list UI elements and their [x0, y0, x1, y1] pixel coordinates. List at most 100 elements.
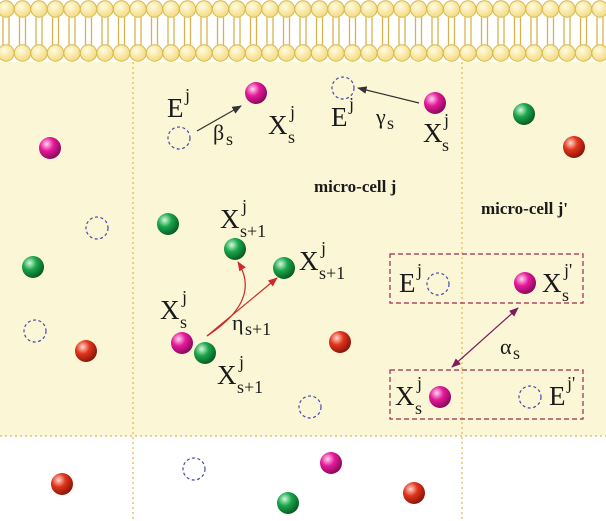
lipid-head: [541, 0, 560, 18]
lipid-head: [261, 0, 279, 18]
svg-text:β: β: [213, 120, 224, 145]
lipid-head: [63, 44, 81, 62]
svg-text:s: s: [415, 398, 422, 418]
svg-text:X: X: [299, 246, 319, 276]
lipid-head: [96, 44, 114, 62]
eta-reaction-arrow-straight: [206, 277, 278, 337]
red-molecule: [75, 340, 97, 362]
label-enzyme-jprime-box: E j': [549, 373, 575, 411]
lipid-head: [574, 44, 593, 62]
lipid-bilayer-membrane: [0, 0, 606, 62]
label-species-s1-j-lower: X s+1 j: [217, 352, 263, 397]
lipid-head: [376, 0, 395, 18]
magenta-molecule: [424, 92, 446, 114]
svg-text:X: X: [423, 118, 443, 148]
lipid-head: [294, 0, 312, 18]
lipid-head: [393, 0, 411, 18]
lipid-head: [195, 0, 213, 18]
lipid-head: [211, 44, 230, 62]
lipid-head: [244, 44, 263, 62]
svg-text:s+1: s+1: [319, 263, 345, 283]
green-molecule: [277, 492, 299, 514]
lipid-head: [591, 44, 606, 62]
lipid-head: [277, 0, 296, 18]
lipid-head: [459, 44, 477, 62]
lipid-head: [343, 44, 362, 62]
label-beta-s: β s: [213, 120, 233, 149]
lipid-head: [228, 44, 246, 62]
lipid-head: [541, 44, 560, 62]
label-enzyme-j-top-right: E j: [331, 94, 354, 132]
lipid-head: [46, 0, 65, 18]
lipid-head: [343, 0, 362, 18]
lipid-head: [0, 0, 15, 18]
lipid-head: [574, 0, 593, 18]
lipid-head: [162, 44, 180, 62]
svg-text:j: j: [320, 238, 326, 258]
svg-text:s+1: s+1: [245, 319, 271, 339]
lipid-head: [426, 44, 444, 62]
svg-text:s: s: [387, 113, 394, 133]
svg-text:E: E: [399, 268, 416, 298]
cytoplasm-region: [0, 62, 606, 436]
green-molecule: [22, 256, 44, 278]
red-molecule: [403, 482, 425, 504]
enzyme-icon: [85, 216, 109, 240]
lipid-head: [63, 0, 81, 18]
lipid-head: [426, 0, 444, 18]
micro-cell-jprime-label: micro-cell j': [481, 199, 568, 218]
svg-text:X: X: [395, 381, 415, 411]
lipid-head: [244, 0, 263, 18]
svg-text:s: s: [513, 343, 520, 363]
lipid-head: [376, 44, 395, 62]
magenta-molecule: [320, 452, 342, 474]
lipid-head: [310, 44, 329, 62]
svg-text:α: α: [500, 334, 512, 359]
green-molecule: [224, 238, 246, 260]
lipid-head: [442, 0, 461, 18]
lipid-head: [409, 0, 428, 18]
svg-text:j: j: [238, 352, 244, 372]
lipid-head: [508, 44, 527, 62]
lipid-head: [30, 0, 48, 18]
lipid-head: [442, 44, 461, 62]
svg-text:s: s: [180, 312, 187, 332]
label-species-s-j-box: X s j: [395, 373, 422, 418]
micro-cell-grid: [0, 62, 606, 521]
svg-text:X: X: [542, 268, 562, 298]
svg-text:j': j': [566, 373, 575, 393]
svg-text:X: X: [220, 204, 240, 234]
lipid-head: [178, 0, 197, 18]
svg-text:s: s: [562, 285, 569, 305]
label-species-s-jprime: X s j': [542, 260, 572, 305]
svg-text:j: j: [348, 94, 354, 114]
label-alpha-s: α s: [500, 334, 520, 363]
diffusion-box-bottom: [389, 369, 584, 420]
lipid-head: [0, 44, 15, 62]
eta-reaction-arrow-curved: [206, 261, 246, 337]
svg-text:X: X: [160, 295, 180, 325]
svg-text:s: s: [226, 129, 233, 149]
svg-text:E: E: [549, 381, 566, 411]
label-enzyme-j-top-left: E j: [167, 85, 190, 123]
lipid-head: [96, 0, 114, 18]
enzyme-icon: [298, 395, 322, 419]
lipid-head: [13, 44, 32, 62]
svg-text:j': j': [563, 260, 572, 280]
svg-text:j: j: [184, 85, 190, 105]
magenta-molecule: [514, 272, 536, 294]
lipid-head: [195, 44, 213, 62]
lipid-head: [393, 44, 411, 62]
lipid-head: [558, 0, 576, 18]
lipid-head: [310, 0, 329, 18]
lipid-head: [591, 0, 606, 18]
enzyme-icon: [426, 272, 450, 296]
svg-text:s: s: [288, 127, 295, 147]
lipid-head: [360, 44, 378, 62]
svg-text:j: j: [416, 373, 422, 393]
svg-text:E: E: [331, 102, 348, 132]
enzyme-icon: [331, 76, 355, 100]
svg-text:j: j: [181, 287, 187, 307]
red-molecule: [51, 473, 73, 495]
lipid-head: [492, 44, 510, 62]
